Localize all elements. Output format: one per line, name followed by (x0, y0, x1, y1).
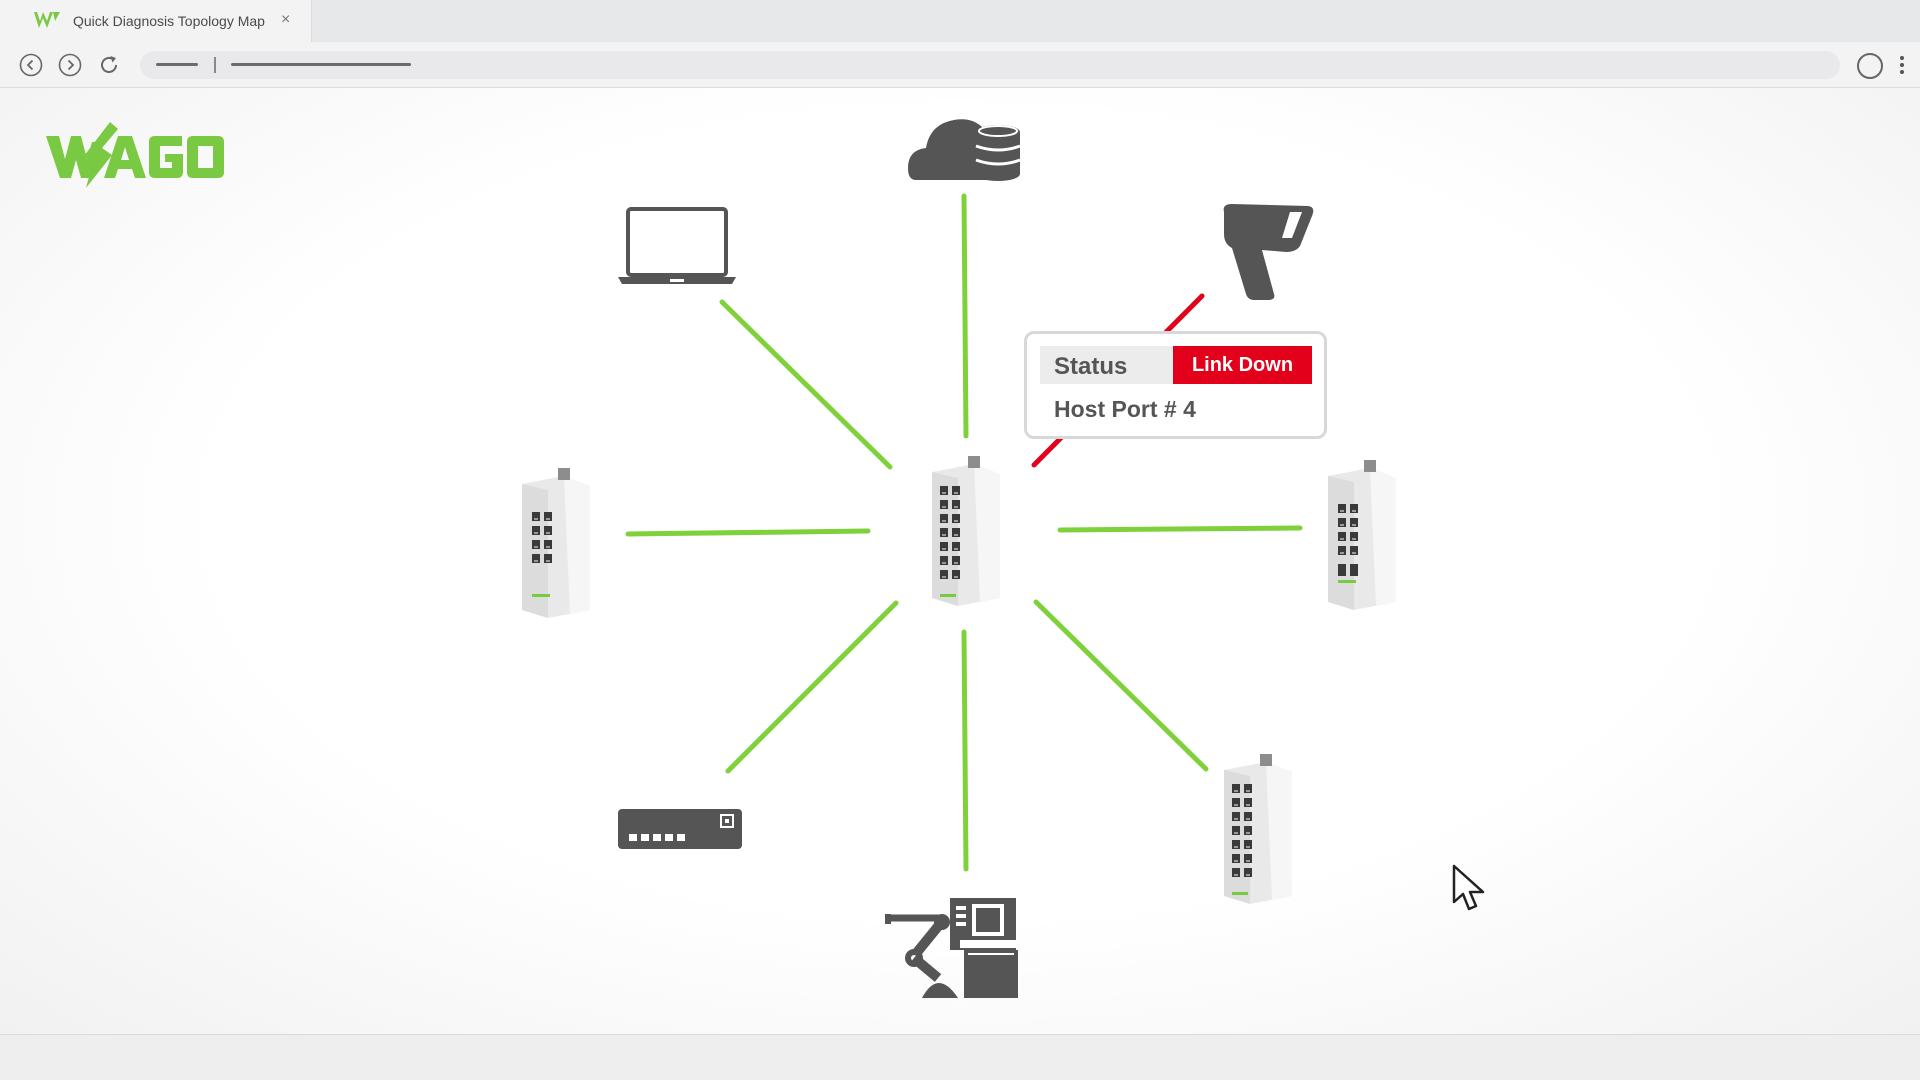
laptop-icon[interactable] (618, 207, 736, 284)
link-robot-workstation (961, 629, 969, 872)
address-placeholder-bar (231, 63, 411, 66)
reload-icon[interactable] (97, 53, 121, 77)
status-label: Status (1054, 353, 1128, 380)
tab-bar: Quick Diagnosis Topology Map × (0, 0, 1920, 42)
address-placeholder-bar (156, 63, 198, 66)
address-divider (214, 57, 216, 73)
wago-logo (46, 122, 224, 188)
status-badge: Link Down (1173, 346, 1312, 384)
profile-icon[interactable] (1857, 53, 1883, 79)
address-bar[interactable] (140, 51, 1840, 79)
status-row: Status Link Down (1040, 346, 1312, 384)
status-popup: Status Link Down Host Port # 4 (1024, 331, 1327, 439)
tab-close-icon[interactable]: × (281, 11, 291, 28)
switch-right-icon[interactable] (1328, 460, 1396, 610)
switch-left-icon[interactable] (522, 468, 590, 618)
robot-workstation-icon[interactable] (885, 898, 1018, 998)
tab-title: Quick Diagnosis Topology Map (73, 13, 265, 29)
central-switch-icon[interactable] (932, 456, 1000, 606)
switch-lower-right-icon[interactable] (1224, 754, 1292, 904)
forward-icon[interactable] (58, 53, 82, 77)
cloud-database-icon[interactable] (908, 119, 1021, 181)
host-port-label: Host Port # 4 (1054, 396, 1196, 422)
mouse-cursor-icon (1452, 864, 1485, 911)
link-desktop-switch (725, 600, 899, 774)
barcode-scanner-icon[interactable] (1223, 204, 1314, 300)
browser-toolbar (0, 42, 1920, 88)
link-switch-left (625, 528, 871, 537)
link-switch-right (1057, 525, 1303, 533)
link-laptop (719, 299, 893, 470)
link-cloud-database (961, 193, 969, 439)
link-switch-lower-right (1033, 599, 1209, 772)
desktop-switch-icon[interactable] (618, 809, 742, 849)
bottom-bar (0, 1034, 1920, 1080)
browser-tab[interactable]: Quick Diagnosis Topology Map × (0, 0, 312, 42)
back-icon[interactable] (19, 53, 43, 77)
network-links (625, 193, 1303, 872)
menu-icon[interactable] (1898, 54, 1906, 78)
wago-favicon-icon (34, 12, 60, 28)
